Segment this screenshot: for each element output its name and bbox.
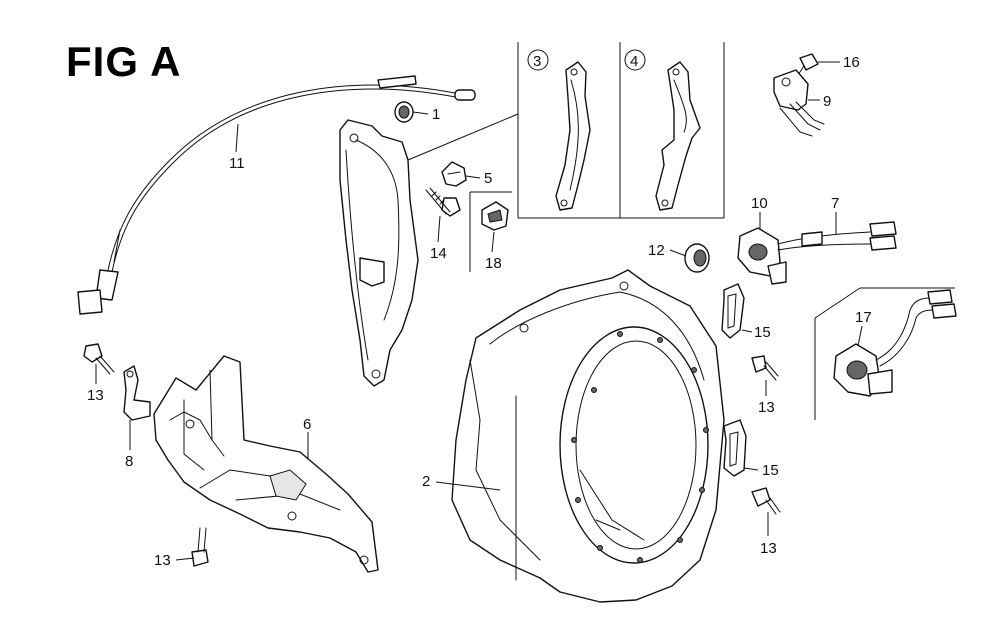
callout-labels: 1 2 3 4 5 6 7 8 9 10 11 12 13 13 13 13 1… xyxy=(87,53,872,569)
clip-part-18 xyxy=(481,201,509,231)
bracket-part-3 xyxy=(555,61,591,211)
callout-12: 12 xyxy=(648,242,665,259)
cover-part-6 xyxy=(153,355,379,573)
callout-6: 6 xyxy=(303,416,311,433)
leader-lines xyxy=(95,61,863,561)
callout-13-left-top: 13 xyxy=(87,387,104,404)
callout-13-right-top: 13 xyxy=(758,399,775,416)
switch-part-10 xyxy=(737,227,787,285)
callout-4: 4 xyxy=(630,53,638,70)
bolt-part-13-left-top xyxy=(83,343,115,375)
figure-title: FIG A xyxy=(66,38,182,85)
switch-part-9 xyxy=(773,69,825,137)
callout-7: 7 xyxy=(831,195,839,212)
switch-part-17 xyxy=(833,289,957,397)
lever-part-8 xyxy=(123,365,151,421)
grommet-part-1 xyxy=(394,101,414,123)
clip-part-5 xyxy=(441,161,467,187)
grommet-part-12 xyxy=(684,243,710,273)
callout-8: 8 xyxy=(125,453,133,470)
callout-3: 3 xyxy=(533,53,541,70)
callout-2: 2 xyxy=(422,473,430,490)
variant-box-18 xyxy=(469,191,512,272)
cable-part-11 xyxy=(77,75,476,315)
callout-17: 17 xyxy=(855,309,872,326)
wire-harness-part-7 xyxy=(777,221,897,251)
bolt-part-13-right-bottom xyxy=(751,487,781,515)
callout-5: 5 xyxy=(484,170,492,187)
callout-13-bottom-left: 13 xyxy=(154,552,171,569)
callout-10: 10 xyxy=(751,195,768,212)
callout-15-upper: 15 xyxy=(754,324,771,341)
fan-shroud-part-2 xyxy=(451,269,725,603)
callout-13-right-bottom: 13 xyxy=(760,540,777,557)
clamp-part-15-upper xyxy=(721,283,745,339)
bolt-part-13-right-top xyxy=(751,355,779,381)
bolt-part-16 xyxy=(795,53,819,79)
shroud-side-plate xyxy=(339,119,419,387)
callout-11: 11 xyxy=(229,155,245,172)
variant-box-17 xyxy=(814,287,955,420)
callout-16: 16 xyxy=(843,54,860,71)
callout-1: 1 xyxy=(432,106,440,123)
bolt-part-14 xyxy=(425,187,461,217)
clamp-part-15-lower xyxy=(723,419,747,477)
callout-14: 14 xyxy=(430,245,447,262)
callout-15-lower: 15 xyxy=(762,462,779,479)
bracket-part-4 xyxy=(655,61,701,211)
bolt-part-13-bottom-left xyxy=(191,527,209,567)
variant-box-3-4 xyxy=(407,42,725,219)
callout-9: 9 xyxy=(823,93,831,110)
callout-18: 18 xyxy=(485,255,502,272)
